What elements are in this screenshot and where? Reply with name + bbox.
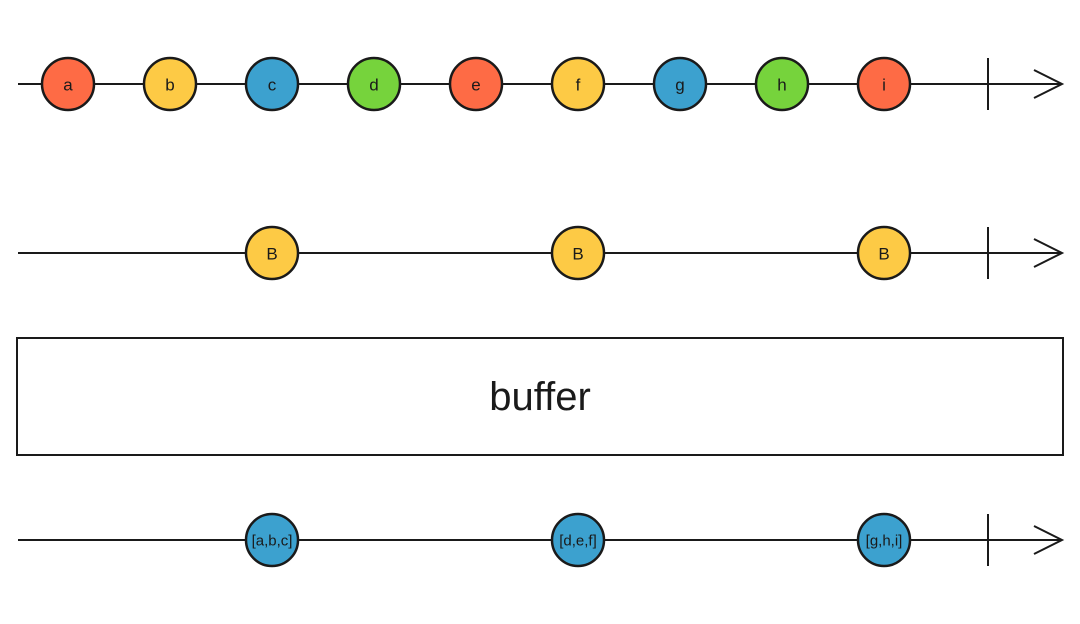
source-marble-circle xyxy=(448,56,504,112)
boundary-marble: B xyxy=(550,225,606,281)
source-marbles: a b c d e f g h i xyxy=(40,56,912,112)
source-marble-circle xyxy=(652,56,708,112)
source-marble: i xyxy=(856,56,912,112)
source-marble-label: h xyxy=(777,76,786,95)
boundary-marble: B xyxy=(244,225,300,281)
result-marble-label: [d,e,f] xyxy=(559,533,597,550)
source-marble: d xyxy=(346,56,402,112)
source-marble: h xyxy=(754,56,810,112)
source-marble-label: e xyxy=(471,76,480,95)
source-marble-label: d xyxy=(369,76,378,95)
source-marble-label: f xyxy=(576,76,581,95)
source-marble-label: c xyxy=(268,76,277,95)
result-marble: [a,b,c] xyxy=(244,512,300,568)
source-marble-circle xyxy=(550,56,606,112)
source-marble: e xyxy=(448,56,504,112)
boundary-marble: B xyxy=(856,225,912,281)
result-marbles: [a,b,c] [d,e,f] [g,h,i] xyxy=(244,512,912,568)
source-marble: f xyxy=(550,56,606,112)
result-arrow-head xyxy=(1033,525,1065,555)
source-marble-circle xyxy=(856,56,912,112)
source-arrow-head xyxy=(1033,69,1065,99)
result-marble-circle xyxy=(244,512,300,568)
boundary-marble-circle xyxy=(244,225,300,281)
source-marble-circle xyxy=(244,56,300,112)
source-marble-label: b xyxy=(165,76,174,95)
source-marble-circle xyxy=(40,56,96,112)
source-marble-circle xyxy=(754,56,810,112)
boundary-arrow-head xyxy=(1033,238,1065,268)
operator-box: buffer xyxy=(16,337,1064,456)
boundary-marble-label: B xyxy=(266,245,277,264)
source-marble: g xyxy=(652,56,708,112)
source-marble: a xyxy=(40,56,96,112)
result-marble: [g,h,i] xyxy=(856,512,912,568)
result-timeline: [a,b,c] [d,e,f] [g,h,i] xyxy=(18,512,1065,568)
boundary-marble-label: B xyxy=(572,245,583,264)
boundary-marble-label: B xyxy=(878,245,889,264)
boundary-marble-circle xyxy=(550,225,606,281)
source-marble-label: g xyxy=(675,76,684,95)
result-marble-circle xyxy=(856,512,912,568)
boundary-marble-circle xyxy=(856,225,912,281)
result-marble-label: [a,b,c] xyxy=(252,533,293,550)
source-timeline: a b c d e f g h i xyxy=(18,56,1065,112)
source-marble-circle xyxy=(142,56,198,112)
result-marble: [d,e,f] xyxy=(550,512,606,568)
result-marble-circle xyxy=(550,512,606,568)
source-marble: c xyxy=(244,56,300,112)
source-marble: b xyxy=(142,56,198,112)
source-marble-label: i xyxy=(882,76,886,95)
result-marble-label: [g,h,i] xyxy=(866,533,903,550)
source-marble-circle xyxy=(346,56,402,112)
operator-frame xyxy=(16,337,1064,456)
operator-label: buffer xyxy=(489,375,591,419)
source-marble-label: a xyxy=(63,76,73,95)
